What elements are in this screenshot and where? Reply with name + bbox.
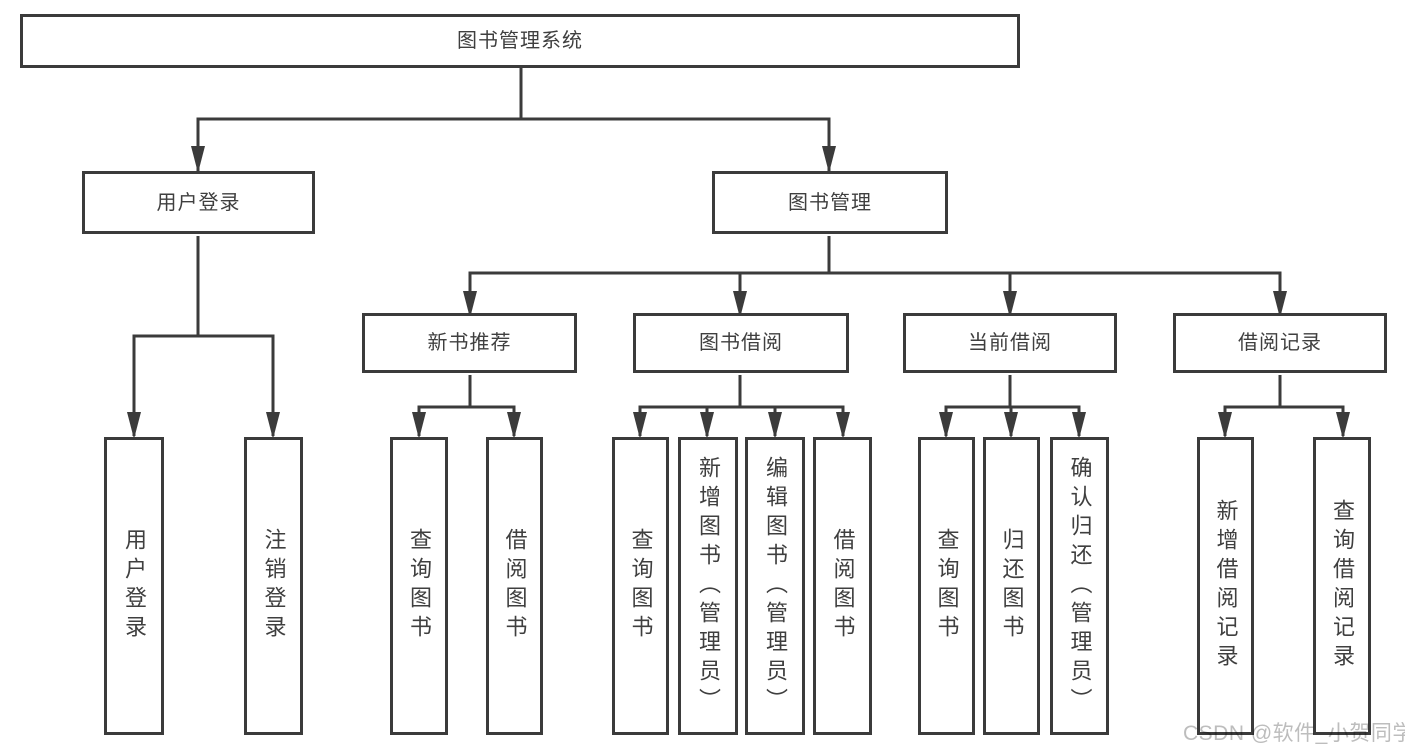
- node-leaf-query-books-borrowing: 查询图书: [612, 437, 669, 735]
- node-book-management: 图书管理: [712, 171, 948, 234]
- node-leaf-borrow-books-recommend: 借阅图书: [486, 437, 543, 735]
- csdn-watermark: CSDN @软件_小贺同学: [1183, 722, 1405, 745]
- node-borrowing-records: 借阅记录: [1173, 313, 1387, 373]
- node-leaf-query-borrow-record: 查询借阅记录: [1313, 437, 1371, 735]
- node-leaf-edit-books-admin: 编辑图书（管理员）: [745, 437, 805, 735]
- node-new-book-recommendation: 新书推荐: [362, 313, 577, 373]
- node-leaf-user-login: 用户登录: [104, 437, 164, 735]
- node-current-borrowing: 当前借阅: [903, 313, 1117, 373]
- node-leaf-borrow-books: 借阅图书: [813, 437, 872, 735]
- node-leaf-add-books-admin: 新增图书（管理员）: [678, 437, 738, 735]
- node-leaf-return-books: 归还图书: [983, 437, 1040, 735]
- node-book-borrowing: 图书借阅: [633, 313, 849, 373]
- node-leaf-confirm-return-admin: 确认归还（管理员）: [1050, 437, 1109, 735]
- node-leaf-query-books-current: 查询图书: [918, 437, 975, 735]
- node-leaf-add-borrow-record: 新增借阅记录: [1197, 437, 1254, 735]
- node-user-login: 用户登录: [82, 171, 315, 234]
- node-library-management-system: 图书管理系统: [20, 14, 1020, 68]
- node-leaf-query-books-recommend: 查询图书: [390, 437, 448, 735]
- node-leaf-logout: 注销登录: [244, 437, 303, 735]
